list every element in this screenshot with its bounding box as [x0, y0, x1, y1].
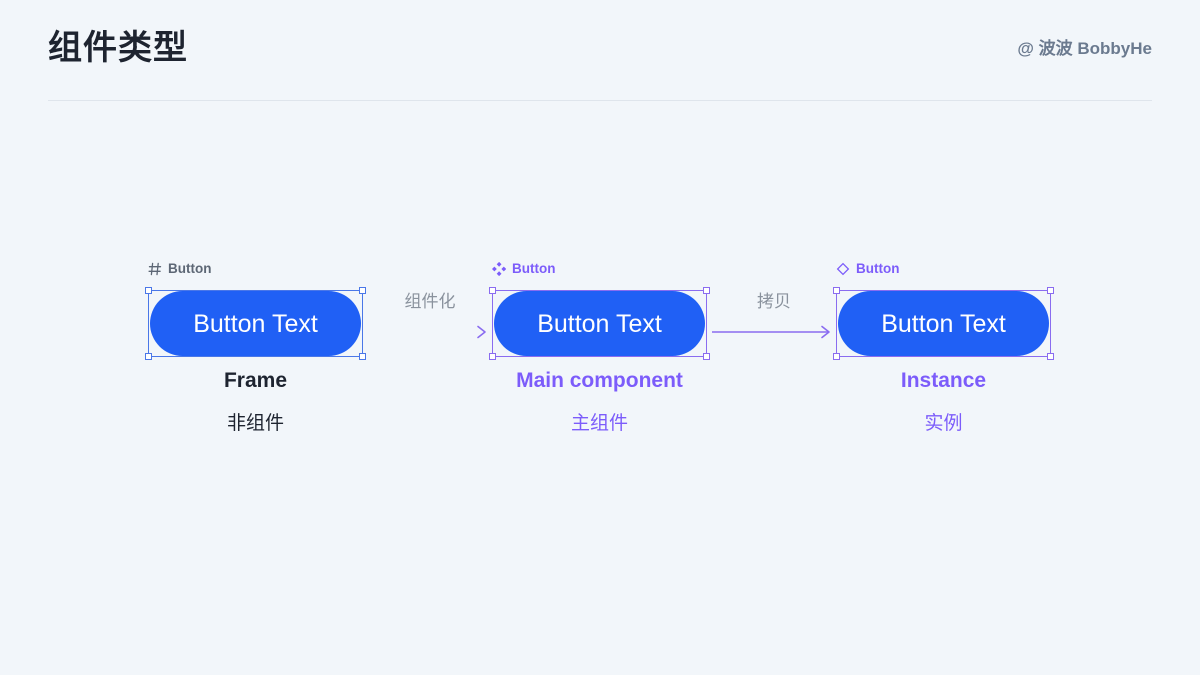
- resize-handle-top-left[interactable]: [489, 287, 496, 294]
- button-frame[interactable]: Button Text: [150, 291, 361, 356]
- caption-main-component: Main component 主组件: [492, 366, 707, 439]
- caption-cn-label: 实例: [924, 413, 963, 434]
- button-label: Button Text: [881, 309, 1006, 338]
- main-component-diamond-cluster-icon: [491, 261, 507, 277]
- resize-handle-top-right[interactable]: [1047, 287, 1054, 294]
- button-label: Button Text: [193, 309, 318, 338]
- layer-name-label: Button: [856, 261, 900, 276]
- author-credit: @ 波波 BobbyHe: [1017, 39, 1152, 58]
- button-main-component[interactable]: Button Text: [494, 291, 705, 356]
- layer-name-row-main-component: Button: [491, 260, 556, 278]
- connector-label: 拷贝: [757, 292, 791, 311]
- connector-label: 组件化: [404, 292, 456, 311]
- instance-diamond-outline-icon: [836, 262, 850, 276]
- caption-frame: Frame 非组件: [148, 366, 363, 439]
- selection-box-instance[interactable]: [833, 287, 1054, 360]
- connector-componentize: 组件化: [368, 290, 492, 360]
- page-title: 组件类型: [48, 29, 188, 67]
- resize-handle-top-right[interactable]: [703, 287, 710, 294]
- layer-name-row-instance: Button: [836, 260, 899, 278]
- slide-header: 组件类型 @ 波波 BobbyHe: [0, 0, 1200, 101]
- arrow-right-icon: [712, 325, 830, 339]
- caption-en-label: Main component: [516, 369, 683, 392]
- header-divider: [48, 100, 1152, 101]
- caption-en-label: Instance: [900, 369, 987, 392]
- resize-handle-bottom-left[interactable]: [833, 353, 840, 360]
- caption-en-label: Frame: [223, 369, 288, 392]
- caption-cn-label: 非组件: [226, 413, 284, 434]
- button-label: Button Text: [537, 309, 662, 338]
- caption-cn-label: 主组件: [570, 413, 628, 434]
- resize-handle-bottom-left[interactable]: [145, 353, 152, 360]
- button-instance[interactable]: Button Text: [838, 291, 1049, 356]
- selection-box-main-component[interactable]: [489, 287, 710, 360]
- layer-name-row-frame: Button: [148, 260, 211, 278]
- resize-handle-top-left[interactable]: [145, 287, 152, 294]
- resize-handle-top-right[interactable]: [359, 287, 366, 294]
- selection-box-frame[interactable]: [145, 287, 366, 360]
- resize-handle-bottom-right[interactable]: [359, 353, 366, 360]
- resize-handle-bottom-right[interactable]: [703, 353, 710, 360]
- arrow-right-icon: [368, 325, 486, 339]
- resize-handle-bottom-right[interactable]: [1047, 353, 1054, 360]
- frame-hash-icon: [148, 262, 162, 276]
- layer-name-label: Button: [512, 261, 556, 276]
- resize-handle-top-left[interactable]: [833, 287, 840, 294]
- connector-copy: 拷贝: [712, 290, 836, 360]
- caption-instance: Instance 实例: [836, 366, 1051, 439]
- resize-handle-bottom-left[interactable]: [489, 353, 496, 360]
- layer-name-label: Button: [168, 261, 212, 276]
